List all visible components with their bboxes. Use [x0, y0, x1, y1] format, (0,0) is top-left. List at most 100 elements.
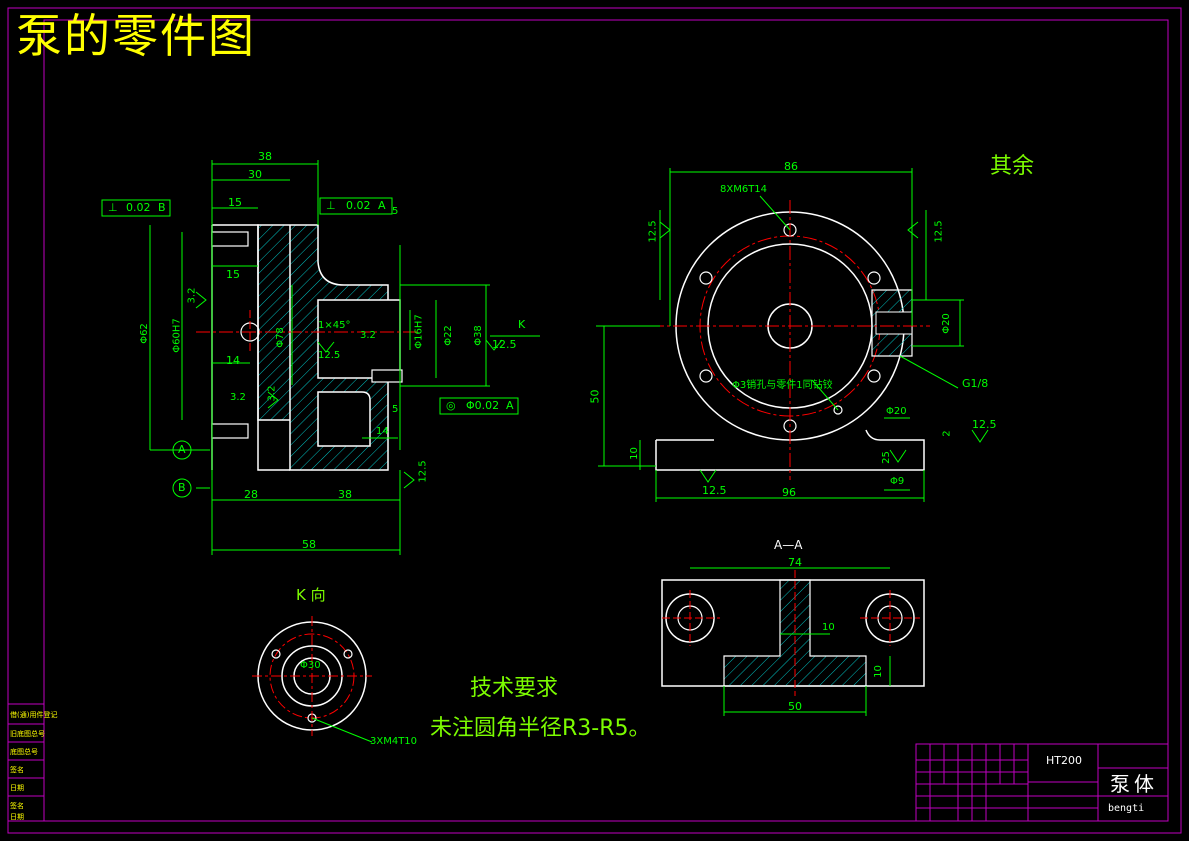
dim-aa-50: 50	[788, 700, 802, 713]
dim-front-38-top: 38	[258, 150, 272, 163]
tol-coax-symbol: ◎	[446, 399, 456, 412]
tolerance-frame-perp-a	[319, 197, 393, 215]
side-stamp-row-7: 日期	[10, 813, 24, 821]
dim-front-chamfer: 1×45°	[318, 320, 351, 331]
tech-requirements-text: 未注圆角半径R3-R5。	[430, 716, 651, 741]
thread-hole-upper	[211, 231, 249, 247]
dim-front-5-a: 5	[392, 206, 399, 217]
dim-k-d30: Φ30	[300, 660, 321, 671]
roughness-marks-front	[195, 291, 503, 489]
k-leader	[311, 717, 373, 743]
dim-front-d78: Φ78	[274, 327, 286, 348]
side-dimension-lines	[596, 168, 964, 502]
k-holes	[271, 649, 353, 723]
dim-front-ra-12-5-a: 12.5	[318, 350, 341, 361]
dim-side-25: 25	[880, 451, 892, 464]
dim-front-5-b: 5	[392, 404, 399, 415]
tol-perp-a-value: 0.02	[346, 199, 371, 212]
tech-requirements-heading: 技术要求	[470, 676, 559, 701]
thread-hole-lower	[211, 423, 249, 439]
title-block-part-name: 泵体	[1110, 772, 1158, 796]
dim-front-30: 30	[248, 168, 262, 181]
dim-front-d22: Φ22	[442, 325, 454, 346]
datum-a-label: A	[178, 443, 186, 456]
dim-side-96: 96	[782, 486, 796, 499]
outer-frame	[7, 7, 1182, 834]
title-block	[915, 743, 1169, 822]
hole-note-top: 8XM6T14	[720, 184, 768, 195]
side-stamp-row-3: 底图总号	[10, 748, 38, 756]
dim-front-15-a: 15	[228, 196, 242, 209]
tolerance-frame-perp-b	[101, 199, 171, 217]
aa-section	[661, 567, 925, 716]
thread-hole-right	[371, 369, 403, 383]
dim-front-ra-3-2-a: 3.2	[186, 287, 198, 304]
dim-side-ra-c: 12.5	[702, 484, 727, 497]
dim-side-2: 2	[941, 430, 953, 437]
datum-a-circle	[172, 440, 192, 460]
dim-front-d60h7: Φ60H7	[171, 318, 183, 353]
side-stamp-row-6: 签名	[10, 802, 24, 810]
inner-frame	[43, 19, 1169, 822]
title-block-pinyin: bengti	[1108, 803, 1145, 814]
dim-front-38-bottom: 38	[338, 488, 352, 501]
dim-front-ra-3-2-d: 3.2	[360, 330, 376, 341]
aa-outline	[661, 579, 925, 687]
dim-aa-10-b: 10	[872, 665, 884, 678]
dim-side-d20-base: Φ20	[886, 406, 907, 417]
dim-front-15-b: 15	[226, 268, 240, 281]
dim-front-58: 58	[302, 538, 316, 551]
dim-front-ra-3-2-c: 3.2	[266, 385, 278, 402]
dim-side-ra-a: 12.5	[647, 220, 659, 243]
section-label: A—A	[774, 538, 803, 552]
datum-b-label: B	[178, 481, 186, 494]
dim-front-d16h7: Φ16H7	[413, 314, 425, 349]
dim-front-14: 14	[226, 354, 240, 367]
datum-b-circle	[172, 478, 192, 498]
drawing-title: 泵的零件图	[16, 9, 256, 63]
front-dimension-lines	[149, 160, 540, 555]
dim-front-28: 28	[244, 488, 258, 501]
side-stamp-row-5: 日期	[10, 784, 24, 792]
dim-aa-10-a: 10	[822, 622, 835, 633]
aa-dimension-lines	[690, 567, 891, 716]
roughness-note: 其余	[990, 154, 1035, 179]
dim-aa-74: 74	[788, 556, 802, 569]
tol-perp-a-symbol: ⊥	[326, 199, 336, 212]
tol-perp-b-datum: B	[158, 201, 166, 214]
hole-note-bottom: 3XM4T10	[370, 736, 418, 747]
tol-perp-a-datum: A	[378, 199, 386, 212]
roughness-marks-side	[659, 221, 989, 483]
thread-note: G1/8	[962, 377, 989, 390]
dim-front-14-b: 14	[376, 426, 389, 437]
dim-front-ra-3-2-b: 3.2	[230, 392, 246, 403]
dim-side-86: 86	[784, 160, 798, 173]
side-stamp-table	[7, 703, 45, 822]
dim-side-50: 50	[588, 389, 602, 404]
datum-k-label: K	[518, 318, 526, 331]
dim-side-d20-port: Φ20	[940, 313, 952, 334]
front-lower-pocket	[317, 391, 371, 447]
side-stamp-row-4: 签名	[10, 766, 24, 774]
front-bore	[317, 299, 401, 379]
dim-front-ra-12-5-b: 12.5	[492, 338, 517, 351]
side-port-bore	[875, 311, 913, 335]
tol-perp-b-value: 0.02	[126, 201, 151, 214]
dim-side-d9: Φ9	[890, 476, 905, 487]
front-section-view	[101, 160, 540, 555]
dim-side-10: 10	[628, 447, 640, 460]
dim-side-ra-b: 12.5	[933, 220, 945, 243]
side-view	[596, 168, 989, 502]
dim-front-d62: Φ62	[138, 323, 150, 344]
dim-side-ra-d: 12.5	[972, 418, 997, 431]
tol-perp-b-symbol: ⊥	[108, 201, 118, 214]
tol-coax-datum: A	[506, 399, 514, 412]
side-base	[655, 429, 925, 471]
k-view-label: K 向	[296, 586, 326, 604]
tol-coax-value: Φ0.02	[466, 399, 500, 412]
dim-front-ra-12-5-c: 12.5	[417, 460, 429, 483]
title-block-material: HT200	[1046, 754, 1082, 767]
k-view	[252, 616, 373, 743]
tolerance-frame-coax-a	[439, 397, 519, 415]
